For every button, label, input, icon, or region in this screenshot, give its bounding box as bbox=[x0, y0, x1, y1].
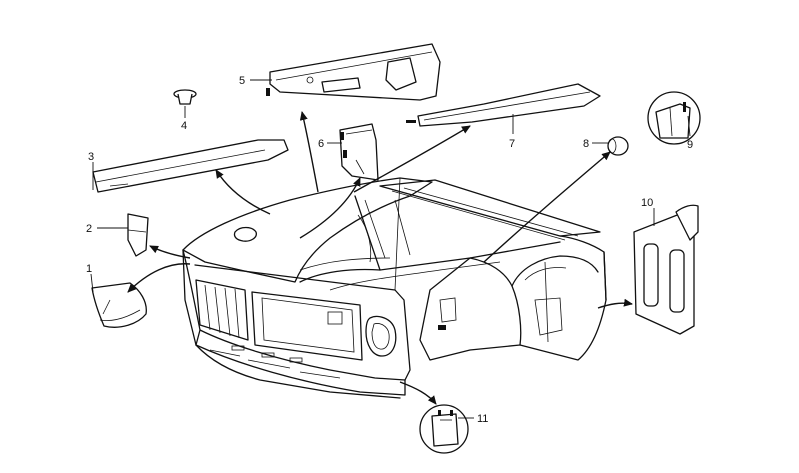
callout-label: 9 bbox=[687, 139, 693, 151]
callout-8[interactable]: 8 bbox=[583, 138, 608, 150]
front-body-shell bbox=[182, 177, 607, 399]
callout-label: 5 bbox=[239, 75, 245, 87]
part-2-bracket bbox=[127, 213, 149, 257]
part-9-corner-section bbox=[647, 91, 701, 145]
part-8-plug bbox=[607, 136, 629, 156]
callout-label: 8 bbox=[583, 138, 589, 150]
part-5-cowl-panel bbox=[266, 43, 441, 101]
callout-7[interactable]: 7 bbox=[509, 114, 515, 150]
part-3-side-member bbox=[92, 139, 289, 193]
callout-2[interactable]: 2 bbox=[86, 223, 128, 235]
callout-label: 3 bbox=[88, 151, 94, 163]
callout-6[interactable]: 6 bbox=[318, 138, 342, 150]
callout-label: 7 bbox=[509, 138, 515, 150]
callout-label: 6 bbox=[318, 138, 324, 150]
callout-label: 2 bbox=[86, 223, 92, 235]
callout-9[interactable]: 9 bbox=[687, 115, 693, 151]
part-11-front-clip bbox=[419, 404, 469, 454]
callout-label: 10 bbox=[641, 197, 653, 209]
callout-label: 1 bbox=[86, 263, 92, 275]
callout-11[interactable]: 11 bbox=[458, 413, 488, 425]
part-4-grommet bbox=[173, 89, 197, 105]
callout-label: 4 bbox=[181, 120, 187, 132]
callout-5[interactable]: 5 bbox=[239, 75, 272, 87]
callout-3[interactable]: 3 bbox=[88, 151, 94, 190]
callout-1[interactable]: 1 bbox=[86, 263, 94, 293]
callout-4[interactable]: 4 bbox=[181, 106, 187, 132]
part-7-side-member bbox=[406, 83, 601, 127]
part-1-lower-corner bbox=[91, 282, 147, 328]
part-6-hinge-bracket bbox=[339, 123, 379, 181]
assembly-arrows bbox=[127, 111, 633, 405]
part-10-side-panel bbox=[633, 204, 699, 335]
callout-label: 11 bbox=[477, 413, 488, 425]
callout-10[interactable]: 10 bbox=[641, 197, 655, 226]
